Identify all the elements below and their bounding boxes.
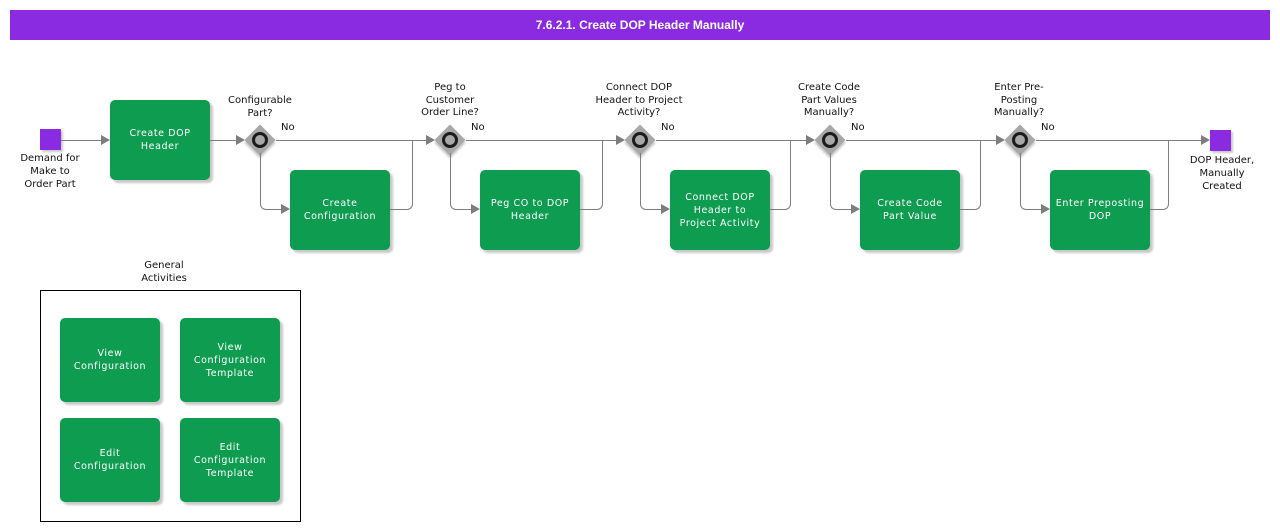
diagram-title: 7.6.2.1. Create DOP Header Manually [535,18,745,32]
arrowhead-icon [806,135,815,145]
activity-view-configuration-template[interactable]: View Configuration Template [180,318,280,402]
gateway-question-configurable-part: Configurable Part? [228,95,292,119]
arrowhead-icon [281,204,290,214]
activity-edit-configuration[interactable]: Edit Configuration [60,418,160,502]
arrowhead-icon [996,135,1005,145]
gateway-circle-icon [632,132,648,148]
gateway-no-label: No [851,122,865,133]
connector-elbow [450,153,471,210]
gateway-question-create-code-part-values-manually: Create Code Part Values Manually? [797,82,860,118]
connector-line [276,140,426,141]
gateway-circle-icon [442,132,458,148]
end-event-square [1210,130,1231,151]
activity-create-configuration[interactable]: Create Configuration [290,170,390,250]
connector-elbow [580,140,603,210]
connector-line [846,140,996,141]
connector-line [466,140,616,141]
arrowhead-icon [661,204,670,214]
arrowhead-icon [1201,135,1210,145]
arrowhead-icon [1041,204,1050,214]
gateway-question-peg-to-customer-order-line: Peg to Customer Order Line? [421,82,479,118]
arrowhead-icon [851,204,860,214]
activity-create-dop-header[interactable]: Create DOP Header [110,100,210,180]
arrowhead-icon [101,135,110,145]
connector-elbow [390,140,413,210]
end-event-label: DOP Header, Manually Created [1189,155,1255,192]
activity-edit-configuration-template[interactable]: Edit Configuration Template [180,418,280,502]
connector-elbow [640,153,661,210]
activity-connect-dop-header-to-project-activity[interactable]: Connect DOP Header to Project Activity [670,170,770,250]
gateway-no-label: No [281,122,295,133]
connector-elbow [960,140,981,210]
connector-elbow [1150,140,1169,210]
activity-view-configuration[interactable]: View Configuration [60,318,160,402]
connector-elbow [770,140,791,210]
gateway-question-connect-dop-header-to-project-activity: Connect DOP Header to Project Activity? [595,82,683,118]
arrowhead-icon [236,135,245,145]
connector-line [210,140,236,141]
activity-peg-co-to-dop-header[interactable]: Peg CO to DOP Header [480,170,580,250]
connector-elbow [1020,153,1041,210]
connector-line [656,140,806,141]
gateway-circle-icon [822,132,838,148]
gateway-no-label: No [661,122,675,133]
arrowhead-icon [471,204,480,214]
general-activities-title: General Activities [141,260,187,284]
gateway-circle-icon [1012,132,1028,148]
start-event-square [40,129,61,150]
connector-line [61,140,102,141]
connector-elbow [830,153,851,210]
connector-elbow [260,153,281,210]
activity-create-code-part-value[interactable]: Create Code Part Value [860,170,960,250]
start-event-label: Demand for Make to Order Part [20,153,80,190]
diagram-title-bar: 7.6.2.1. Create DOP Header Manually [10,10,1270,40]
gateway-circle-icon [252,132,268,148]
connector-line [1036,140,1201,141]
activity-enter-preposting-dop[interactable]: Enter Preposting DOP [1050,170,1150,250]
gateway-question-enter-pre-posting-manually: Enter Pre- Posting Manually? [993,82,1045,118]
arrowhead-icon [426,135,435,145]
arrowhead-icon [616,135,625,145]
gateway-no-label: No [471,122,485,133]
gateway-no-label: No [1041,122,1055,133]
